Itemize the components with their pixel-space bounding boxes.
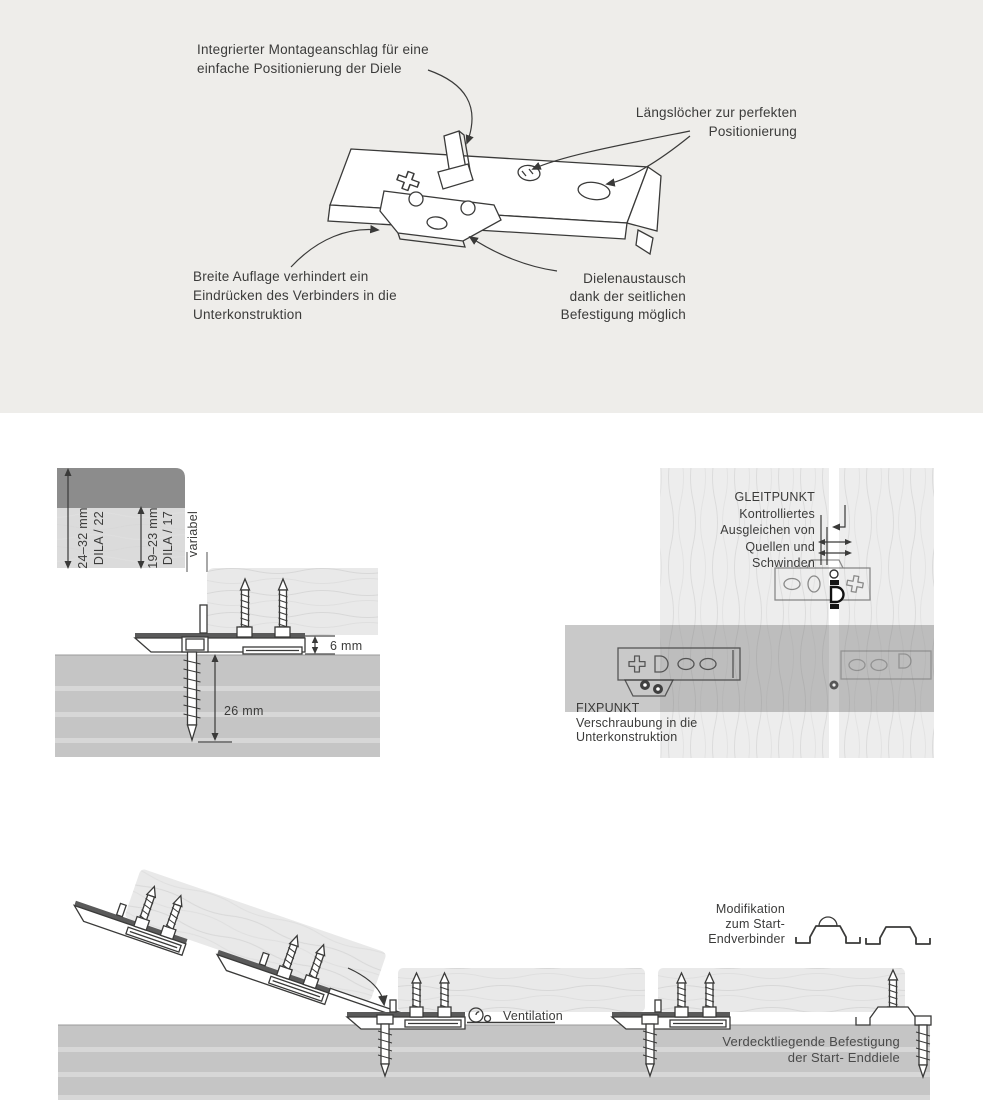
variabel-label: variabel [186, 511, 200, 557]
joist-cross-section [55, 654, 380, 757]
hero-connector-drawing [290, 69, 691, 272]
variabel-gap-marker: variabel [186, 511, 208, 572]
installed-board-2 [658, 968, 905, 1012]
start-end-bracket [855, 969, 932, 1078]
montage-stop-tab [437, 130, 474, 190]
arrow-breite-auflage [290, 225, 380, 268]
deckboard-top-view-right [839, 468, 934, 758]
wide-bearing-wing [379, 190, 502, 248]
label-breite-auflage: Breite Auflage verhindert ein Eindrücken… [193, 269, 397, 322]
arrow-langsloecher-1 [531, 130, 691, 170]
gap-6mm-label: 6 mm [330, 639, 362, 653]
gleitpunkt-connector [774, 559, 871, 609]
label-verdeckt: Verdecktliegende Befestigung der Start- … [722, 1034, 900, 1065]
fixpunkt-connector [617, 647, 741, 697]
modified-connector-profile-dome [795, 916, 861, 944]
screw-depth-label: 26 mm [224, 704, 264, 718]
top-view-diagram [565, 468, 934, 758]
montage-stop-pin [199, 604, 208, 634]
dim2-product-label: DILA / 17 [161, 511, 175, 565]
connector-isometric [327, 130, 662, 256]
board-thickness-block [57, 468, 185, 568]
dimension-26mm: 26 mm [198, 654, 264, 743]
label-dielenaustausch: Dielenaustausch dank der seitlichen Befe… [560, 271, 686, 322]
label-langsloecher: Längslöcher zur perfekten Positionierung [635, 105, 797, 139]
cross-section-diagram: 24–32 mm DILA / 22 19–23 mm DILA / 17 va… [55, 468, 380, 757]
joist-bottom [58, 1024, 930, 1100]
label-montageanschlag: Integrierter Montageanschlag für eine ei… [197, 42, 429, 76]
screw-into-joist [183, 651, 201, 743]
arrow-montageanschlag [427, 69, 474, 145]
connector-under-right-board [840, 650, 932, 680]
label-gleitpunkt: GLEITPUNKT Kontrolliertes Ausgleichen vo… [720, 490, 815, 570]
label-ventilation: Ventilation [503, 1009, 563, 1023]
dimension-6mm: 6 mm [305, 635, 362, 655]
movement-arrows [818, 505, 852, 565]
installation-diagram [58, 850, 932, 1100]
tilted-board-assembly [70, 852, 411, 1022]
arrow-langsloecher-2 [605, 135, 691, 187]
deckboard-top-view-left [660, 468, 829, 758]
label-modifikation: Modifikation zum Start- Endverbinder [708, 902, 785, 946]
deckboard-cross-section [207, 568, 378, 635]
connector-cross-section [133, 604, 306, 655]
dimension-board-thickness-2: 19–23 mm DILA / 17 [137, 506, 175, 569]
dim1-range-label: 24–32 mm [76, 507, 90, 568]
modified-connector-profile-flat [865, 926, 931, 945]
label-fixpunkt: FIXPUNKT Verschraubung in die Unterkonst… [576, 701, 698, 744]
joist-under-boards [565, 625, 934, 712]
installed-board-1 [398, 968, 645, 1012]
dimension-board-thickness-1: 24–32 mm DILA / 22 [64, 468, 106, 569]
dim1-product-label: DILA / 22 [92, 511, 106, 565]
clover-hole [396, 170, 420, 192]
rotation-arrow [347, 967, 388, 1007]
screw-head-dot [832, 683, 836, 687]
ventilation-icon [467, 1007, 555, 1024]
arrow-dielenaustausch [468, 236, 558, 272]
dim2-range-label: 19–23 mm [146, 507, 160, 568]
